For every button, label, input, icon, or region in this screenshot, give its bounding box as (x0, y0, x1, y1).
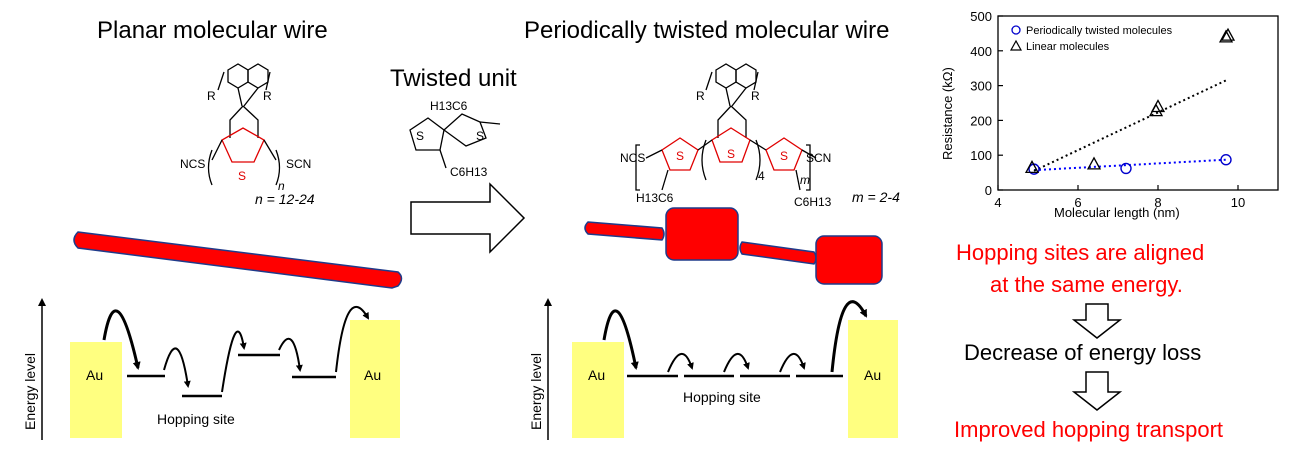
y-tick-label: 0 (985, 183, 992, 198)
conclusion-line-2: at the same energy. (990, 272, 1183, 297)
left-electrode-label: Au (86, 367, 103, 383)
x-tick-label: 8 (1154, 195, 1161, 210)
left-panel-title: Planar molecular wire (97, 17, 328, 44)
twisted-sulfur-1: S (676, 149, 684, 163)
planar-molecule-structure (207, 63, 281, 186)
conclusion-line-1: Hopping sites are aligned (956, 240, 1204, 265)
end-group-right-twisted: SCN (806, 151, 831, 165)
legend-entry-twisted: Periodically twisted molecules (1026, 25, 1173, 37)
twisted-wire-band (584, 207, 883, 285)
twisted-unit-title: Twisted unit (390, 65, 517, 92)
twisted-unit-sulfur-2: S (476, 129, 484, 143)
hexyl-right-label: C6H13 (794, 195, 832, 209)
r-substituent-right: R (263, 89, 272, 103)
m-range-label: m = 2-4 (852, 189, 900, 205)
point-triangle (1086, 156, 1102, 170)
end-group-left-twisted: NCS (620, 151, 645, 165)
point-triangle (1024, 160, 1040, 174)
twisted-sulfur-3: S (780, 149, 788, 163)
sulfur-label: S (238, 169, 246, 183)
planar-wire-band (73, 231, 403, 289)
energy-axis-label-right: Energy level (528, 353, 544, 430)
end-group-left: NCS (180, 157, 205, 171)
fit-line-series-1 (1033, 79, 1227, 172)
point-triangle (1148, 103, 1164, 117)
chart-plot-frame (997, 15, 1279, 191)
hexyl-top-label: H13C6 (430, 99, 468, 113)
hopping-sites-planar (127, 353, 336, 398)
repeat-subscript-4: 4 (758, 169, 765, 183)
x-tick-label: 4 (994, 195, 1001, 210)
repeat-subscript-m: m (800, 173, 810, 187)
chart-x-axis-label: Molecular length (nm) (1054, 205, 1180, 220)
right-electrode-au (350, 320, 400, 438)
hopping-arrows-twisted (602, 300, 868, 373)
r-substituent-left-twisted: R (696, 89, 705, 103)
y-tick-label: 100 (970, 148, 992, 163)
r-substituent-left: R (207, 89, 216, 103)
twisted-molecule-structure (635, 63, 817, 191)
end-group-right: SCN (286, 157, 311, 171)
process-arrow (410, 182, 526, 254)
point-triangle (1220, 27, 1236, 41)
twisted-unit-sulfur-1: S (416, 129, 424, 143)
y-tick-label: 500 (970, 9, 992, 24)
r-substituent-right-twisted: R (751, 89, 760, 103)
right-electrode-label: Au (364, 367, 381, 383)
left-electrode-au (70, 342, 122, 438)
y-tick-label: 300 (970, 79, 992, 94)
left-electrode-label-twisted: Au (588, 367, 605, 383)
twisted-unit-structure (409, 113, 501, 169)
y-tick-label: 200 (970, 113, 992, 128)
point-circle (1120, 162, 1132, 175)
hexyl-bottom-label: C6H13 (450, 165, 488, 179)
left-electrode-au-twisted (572, 342, 624, 438)
chart-y-axis-label: Resistance (kΩ) (940, 67, 955, 160)
down-arrow-2 (1071, 371, 1123, 411)
repeat-subscript-n: n (278, 179, 285, 193)
conclusion-step-2: Decrease of energy loss (964, 340, 1201, 365)
hopping-arrows-planar (102, 305, 370, 393)
down-arrow-1 (1071, 303, 1123, 339)
right-electrode-au-twisted (848, 320, 898, 438)
right-panel-title: Periodically twisted molecular wire (524, 17, 889, 44)
x-tick-label: 10 (1231, 195, 1245, 210)
twisted-sulfur-2: S (727, 147, 735, 161)
hexyl-left-label: H13C6 (636, 191, 674, 205)
right-electrode-label-twisted: Au (864, 367, 881, 383)
point-circle (1220, 154, 1232, 166)
legend-marker-circle (1011, 25, 1021, 35)
hopping-site-label-right: Hopping site (683, 389, 761, 405)
chart-legend: Periodically twisted molecules Linear mo… (1009, 25, 1173, 53)
n-range-label: n = 12-24 (255, 191, 315, 207)
hopping-site-label-left: Hopping site (157, 411, 235, 427)
x-tick-label: 6 (1074, 195, 1081, 210)
point-triangle (1150, 99, 1166, 113)
energy-axis-label-left: Energy level (22, 353, 38, 430)
legend-marker-triangle (1009, 39, 1023, 51)
legend-entry-linear: Linear molecules (1026, 41, 1110, 53)
point-triangle (1218, 29, 1234, 43)
conclusion-step-3: Improved hopping transport (954, 417, 1223, 442)
y-tick-label: 400 (970, 44, 992, 59)
